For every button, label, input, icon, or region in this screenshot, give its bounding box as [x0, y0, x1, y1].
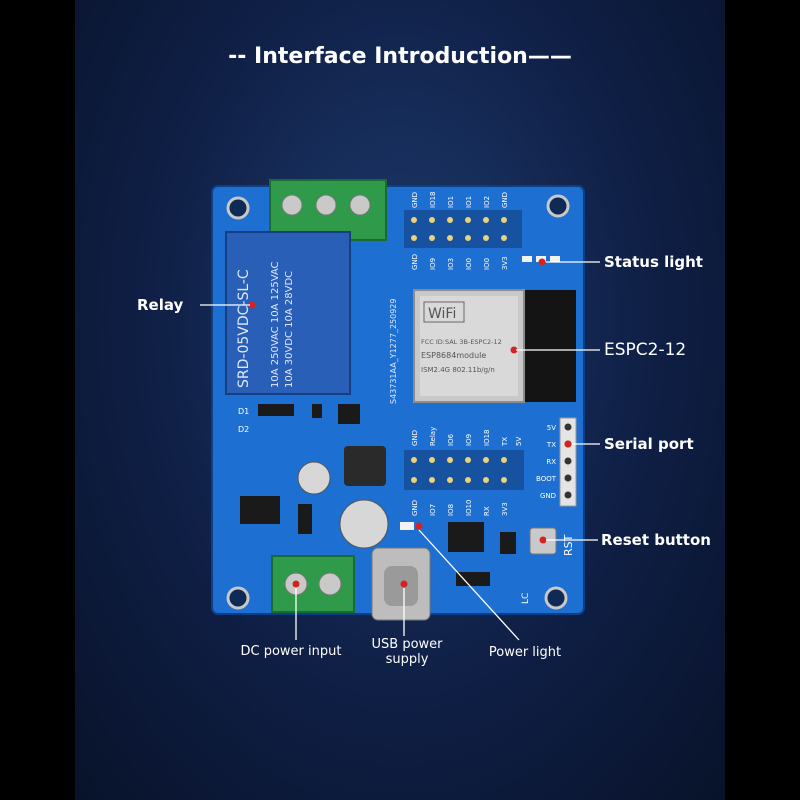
d1-label: D1 — [238, 407, 249, 416]
esp-module — [413, 289, 525, 403]
serial-pin-label: TX — [546, 441, 556, 449]
small-components — [240, 404, 490, 586]
rst-label: RST — [562, 534, 575, 556]
top-pin-label: IO3 — [447, 258, 455, 270]
bottom-pin-label: Relay — [429, 427, 437, 446]
callout-usb-power: USB power supply — [364, 637, 450, 667]
callout-dots — [248, 258, 572, 588]
serial-pin-label: 5V — [547, 424, 556, 432]
callout-espc2: ESPC2-12 — [604, 340, 687, 360]
bottom-pin-label: GND — [411, 500, 419, 516]
mounting-holes — [226, 194, 570, 610]
top-pin-label: GND — [501, 192, 509, 208]
top-pin-label: IO1 — [465, 196, 473, 208]
power-led — [400, 522, 414, 530]
serial-pin-label: RX — [546, 458, 556, 466]
bottom-header-labels: GND Relay IO6 IO9 IO18 TX 5V GND IO7 IO8… — [411, 427, 523, 516]
callout-status-light: Status light — [604, 253, 703, 271]
small-regulator — [500, 532, 516, 554]
module-text-3: ISM2.4G 802.11b/g/n — [421, 366, 495, 374]
bottom-pin-label: IO10 — [465, 500, 473, 516]
callout-relay: Relay — [137, 296, 184, 314]
relay-terminal-block — [269, 179, 387, 241]
relay-rating-2: 10A 30VDC 10A 28VDC — [284, 271, 295, 388]
capacitor-small — [297, 461, 331, 495]
capacitor-large — [339, 499, 389, 549]
bottom-pin-label: IO6 — [447, 433, 455, 446]
bottom-pin-label: GND — [411, 430, 419, 446]
bottom-pin-label: IO18 — [483, 430, 491, 446]
serial-pin-labels: 5V TX RX BOOT GND — [536, 424, 557, 500]
serial-port-header — [559, 417, 577, 507]
relay-model-text: SRD-05VDC-SL-C — [236, 269, 252, 388]
top-pin-label: IO0 — [483, 258, 491, 270]
bottom-pin-label: TX — [501, 437, 509, 447]
top-pin-label: GND — [411, 192, 419, 208]
top-pin-label: 3V3 — [501, 256, 509, 270]
d2-label: D2 — [238, 425, 249, 434]
module-text-2: ESP8684module — [421, 351, 486, 360]
callout-usb-line2: supply — [385, 652, 429, 667]
wifi-logo: WiFi — [428, 306, 456, 322]
callout-power-light: Power light — [488, 645, 562, 660]
callout-usb-line1: USB power — [371, 637, 443, 652]
module-text-1: FCC ID:SAL 3B-ESPC2-12 — [421, 338, 502, 346]
bottom-pin-label: 3V3 — [501, 502, 509, 516]
relay-component — [225, 231, 351, 395]
dc-terminal-block — [271, 555, 355, 613]
serial-pin-label: BOOT — [536, 475, 557, 483]
bottom-pin-label: IO7 — [429, 504, 437, 516]
lc-label: LC — [521, 593, 531, 604]
bottom-pin-label: RX — [483, 506, 491, 516]
module-antenna — [516, 290, 576, 402]
bottom-pin-header — [404, 450, 524, 490]
callout-lines — [200, 261, 600, 641]
bottom-pin-label: IO9 — [465, 434, 473, 446]
serial-pin-label: GND — [540, 492, 556, 500]
page-title: -- Interface Introduction—— — [228, 44, 572, 69]
bottom-pin-label: 5V — [515, 437, 523, 446]
callout-dc-power: DC power input — [240, 644, 342, 659]
inductor — [344, 446, 386, 486]
top-pin-label: IO1 — [447, 196, 455, 208]
top-pin-header — [404, 210, 522, 248]
top-pin-label: GND — [411, 254, 419, 270]
callout-reset-button: Reset button — [601, 531, 711, 549]
top-header-labels: GND IO18 IO1 IO1 IO2 GND GND IO9 IO3 IO0… — [411, 192, 509, 270]
callout-serial-port: Serial port — [604, 435, 694, 453]
board-serial-text: S43731AA_Y1277_250929 — [389, 299, 398, 404]
bottom-pin-label: IO8 — [447, 504, 455, 516]
top-pin-label: IO0 — [465, 258, 473, 270]
top-pin-label: IO9 — [429, 258, 437, 270]
relay-rating-1: 10A 250VAC 10A 125VAC — [270, 261, 281, 388]
top-pin-label: IO2 — [483, 196, 491, 208]
top-pin-label: IO18 — [429, 192, 437, 208]
